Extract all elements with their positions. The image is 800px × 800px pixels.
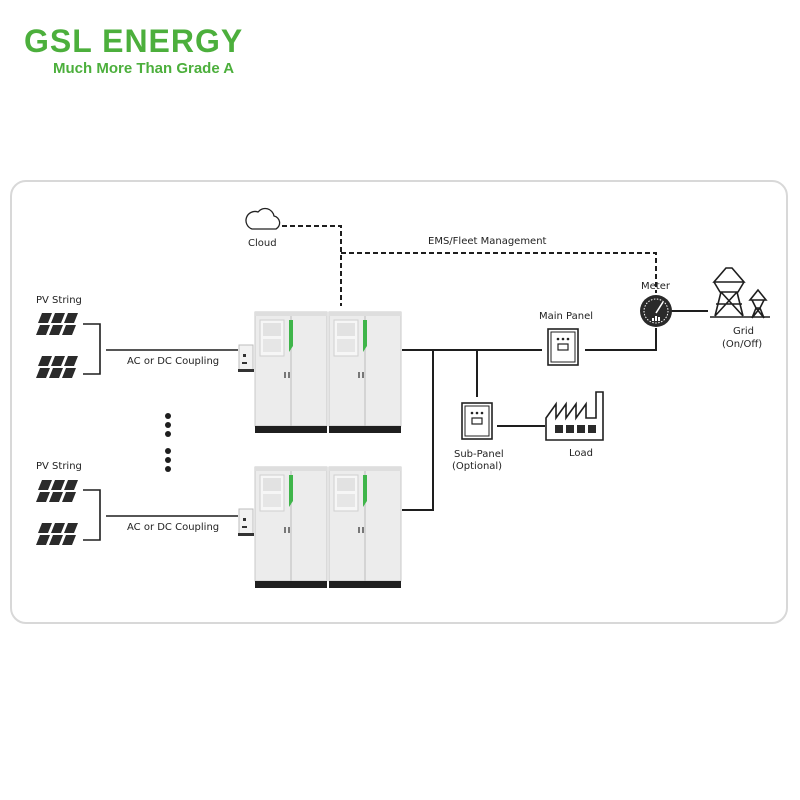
- cloud-label: Cloud: [248, 238, 277, 249]
- sub-panel-note: (Optional): [452, 461, 503, 472]
- pv-string-label-1: PV String: [36, 295, 82, 306]
- pv-string-label-2: PV String: [36, 461, 82, 472]
- inverter-icon: [237, 508, 255, 537]
- battery-cabinet: [328, 466, 402, 589]
- ac-bus-line: [402, 310, 708, 511]
- grid-tower-icon: [710, 267, 770, 319]
- pv-link-1: [83, 323, 238, 375]
- pv-panel-icon: [36, 356, 78, 378]
- sub-panel-label: Sub-Panel: [454, 449, 504, 460]
- battery-cabinet: [328, 311, 402, 434]
- brand-name: GSL ENERGY: [24, 23, 244, 59]
- grid-label: Grid: [733, 326, 754, 337]
- load-factory-icon: [545, 391, 604, 441]
- battery-cabinet: [254, 311, 328, 434]
- pv-panel-icon: [36, 313, 78, 335]
- ems-label: EMS/Fleet Management: [428, 236, 547, 247]
- main-panel-icon: [547, 328, 579, 366]
- coupling-label-2: AC or DC Coupling: [127, 522, 220, 533]
- coupling-label-1: AC or DC Coupling: [127, 356, 220, 367]
- ems-dashed-link: [282, 225, 657, 306]
- diagram-frame: [10, 180, 788, 624]
- load-label: Load: [569, 448, 593, 459]
- grid-state-label: (On/Off): [722, 339, 763, 350]
- cloud-icon: [245, 207, 281, 230]
- main-panel-label: Main Panel: [539, 311, 594, 322]
- pv-panel-icon: [36, 523, 78, 545]
- meter-icon: [640, 295, 672, 327]
- brand-tagline: Much More Than Grade A: [53, 60, 235, 77]
- meter-label: Meter: [641, 281, 670, 292]
- brand-logo: GSL ENERGY Much More Than Grade A: [24, 24, 243, 77]
- inverter-icon: [237, 344, 255, 373]
- battery-cabinet: [254, 466, 328, 589]
- pv-panel-icon: [36, 480, 78, 502]
- sub-panel-icon: [461, 402, 493, 440]
- more-units-ellipsis: [165, 413, 171, 472]
- pv-link-2: [83, 489, 238, 541]
